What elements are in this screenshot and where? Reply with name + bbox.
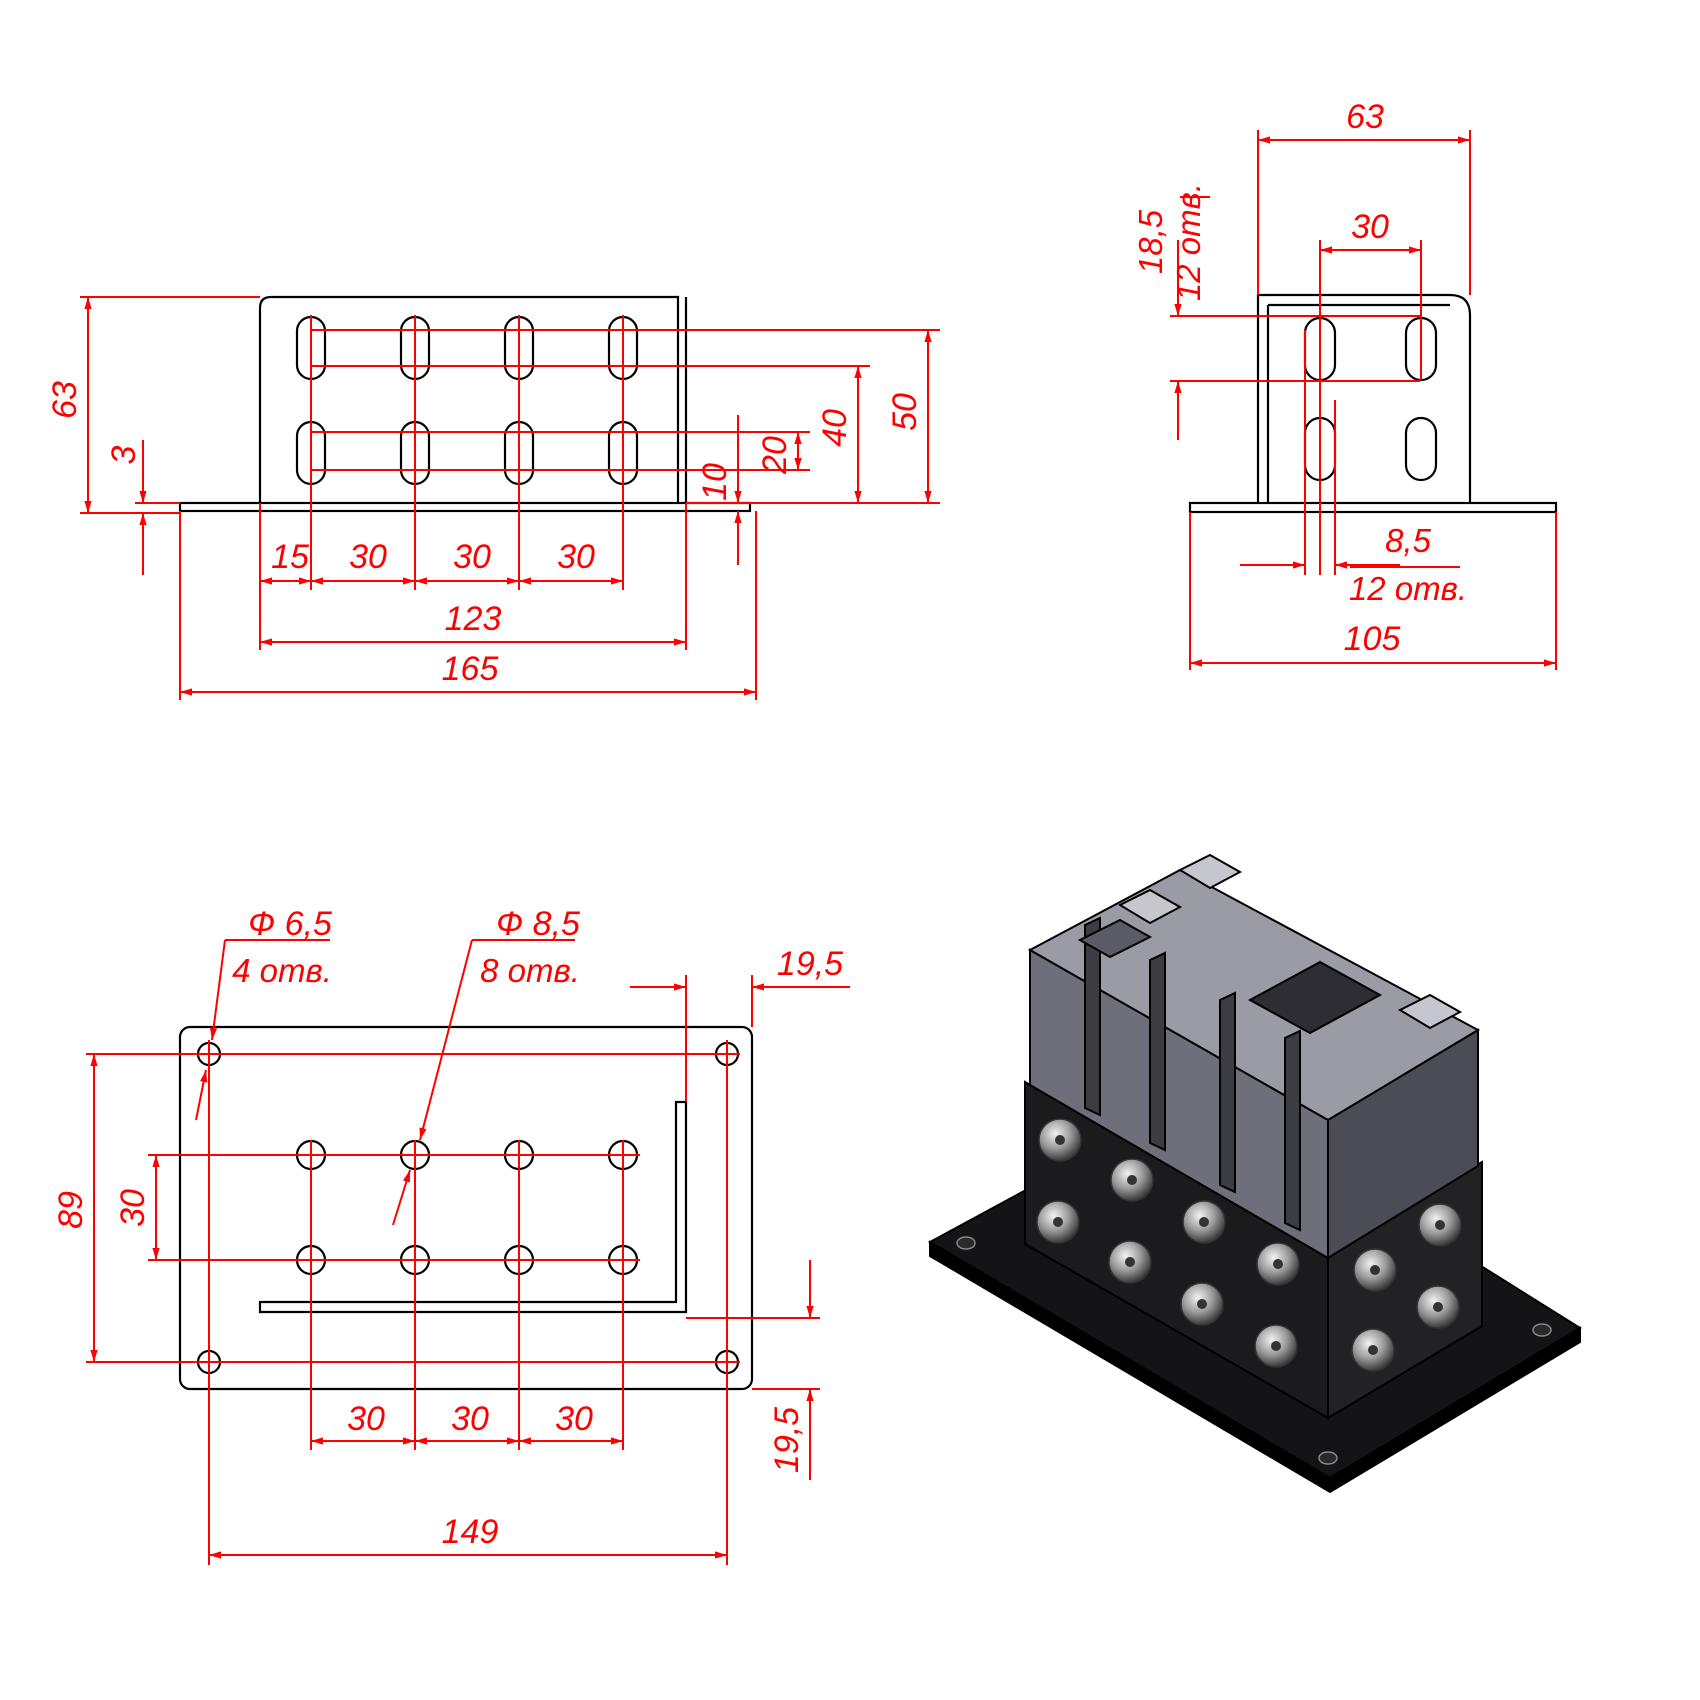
dim-top-edge-offset-right: 19,5 xyxy=(777,945,843,983)
front-view: 63 3 15 30 30 30 123 165 10 20 40 50 xyxy=(46,295,940,700)
top-upright-outline xyxy=(258,1100,688,1314)
dim-front-row-mid: 40 xyxy=(816,409,854,447)
dim-top-row-pitch: 30 xyxy=(114,1189,152,1227)
dim-top-edge-offset-bottom: 19,5 xyxy=(768,1407,806,1473)
dim-front-first-offset: 15 xyxy=(271,538,309,576)
dim-side-slot-length-note: 12 отв. xyxy=(1170,183,1207,301)
top-base-plate xyxy=(178,1025,754,1391)
dim-top-pitch-2: 30 xyxy=(451,1400,489,1438)
dim-top-small-hole-dia: Ф 6,5 xyxy=(248,905,332,943)
dim-front-thickness: 3 xyxy=(105,445,143,464)
dim-side-slot-length: 18,5 xyxy=(1132,209,1169,274)
dim-side-slot-pitch: 30 xyxy=(1351,208,1389,246)
side-dimension-lines xyxy=(1174,136,1556,667)
iso-bolt-sockets xyxy=(1053,1135,1445,1355)
dim-top-large-hole-dia: Ф 8,5 xyxy=(496,905,580,943)
dim-front-pitch-3: 30 xyxy=(557,538,595,576)
isometric-view xyxy=(927,853,1582,1494)
top-mounting-holes xyxy=(295,1139,639,1276)
dim-front-height-total: 63 xyxy=(46,381,84,419)
dim-side-slot-width-note: 12 отв. xyxy=(1349,570,1467,607)
dim-front-row-low: 10 xyxy=(696,463,734,501)
iso-aluminium-profiles xyxy=(1027,853,1481,1260)
side-extension-lines xyxy=(1170,130,1557,670)
side-base-plate xyxy=(1188,501,1558,514)
side-slots xyxy=(1303,316,1438,482)
top-leader-lines xyxy=(195,939,575,1226)
top-dimension-lines xyxy=(90,983,850,1559)
dim-top-small-hole-note: 4 отв. xyxy=(232,952,332,989)
front-base-plate xyxy=(178,501,752,513)
dim-side-slot-width: 8,5 xyxy=(1385,522,1432,559)
dim-front-pitch-2: 30 xyxy=(453,538,491,576)
dim-front-row-spacing: 20 xyxy=(756,436,794,475)
front-extension-lines xyxy=(80,296,940,700)
dim-top-hole-span-x: 149 xyxy=(442,1513,499,1551)
dim-side-base-width: 105 xyxy=(1344,620,1401,658)
top-view: Ф 6,5 4 отв. Ф 8,5 8 отв. 19,5 19,5 89 3… xyxy=(52,905,850,1565)
top-extension-lines xyxy=(86,975,820,1565)
dim-top-hole-span-y: 89 xyxy=(52,1191,90,1229)
front-dimension-lines xyxy=(84,297,932,696)
dim-side-width-total: 63 xyxy=(1346,98,1384,136)
front-slot-row-upper xyxy=(295,315,639,381)
front-upright-outline xyxy=(258,295,680,503)
dim-front-pitch-1: 30 xyxy=(349,538,387,576)
dim-front-upright-width: 123 xyxy=(445,600,502,638)
dim-front-base-length: 165 xyxy=(442,650,499,688)
dim-front-row-high: 50 xyxy=(886,393,924,431)
dim-top-large-hole-note: 8 отв. xyxy=(480,952,580,989)
dim-top-pitch-1: 30 xyxy=(347,1400,385,1438)
side-upright-outline xyxy=(1256,293,1472,503)
side-view: 63 30 18,5 12 отв. 8,5 12 отв. 105 xyxy=(1132,98,1558,670)
top-corner-holes xyxy=(196,1041,740,1375)
dim-top-pitch-3: 30 xyxy=(555,1400,593,1438)
